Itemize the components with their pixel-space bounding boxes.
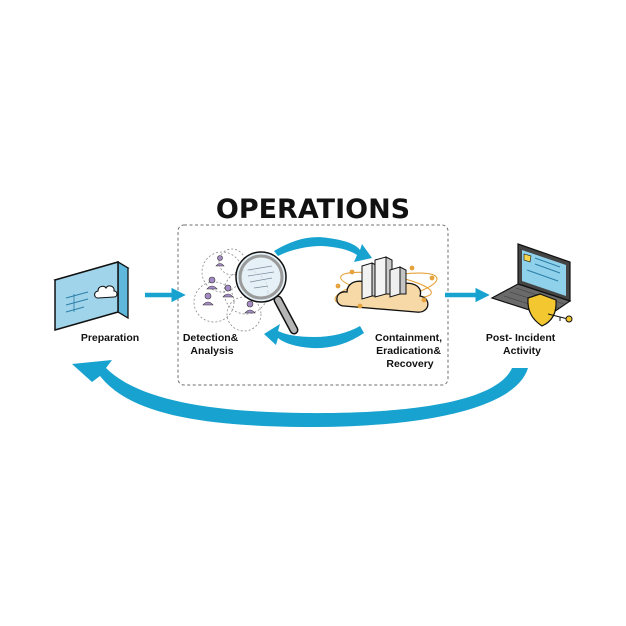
stage-label-detection-analysis: Detection& Analysis	[183, 332, 241, 357]
person-icon	[202, 255, 256, 314]
arrow-detection-to-containment	[274, 237, 372, 262]
arrow-feedback-loop	[72, 360, 528, 428]
cloud-building-icon	[334, 256, 438, 313]
stage-label-containment: Containment, Eradication& Recovery	[375, 332, 445, 370]
magnifier-network-icon	[193, 248, 299, 335]
arrow-containment-to-detection	[264, 324, 364, 349]
operations-box	[177, 224, 449, 386]
cloud-panel-icon	[53, 260, 130, 331]
laptop-shield-icon	[490, 243, 573, 327]
stage-label-post-incident: Post- Incident Activity	[486, 332, 558, 357]
stage-label-preparation: Preparation	[81, 332, 139, 344]
diagram-title: OPERATIONS	[216, 194, 410, 225]
